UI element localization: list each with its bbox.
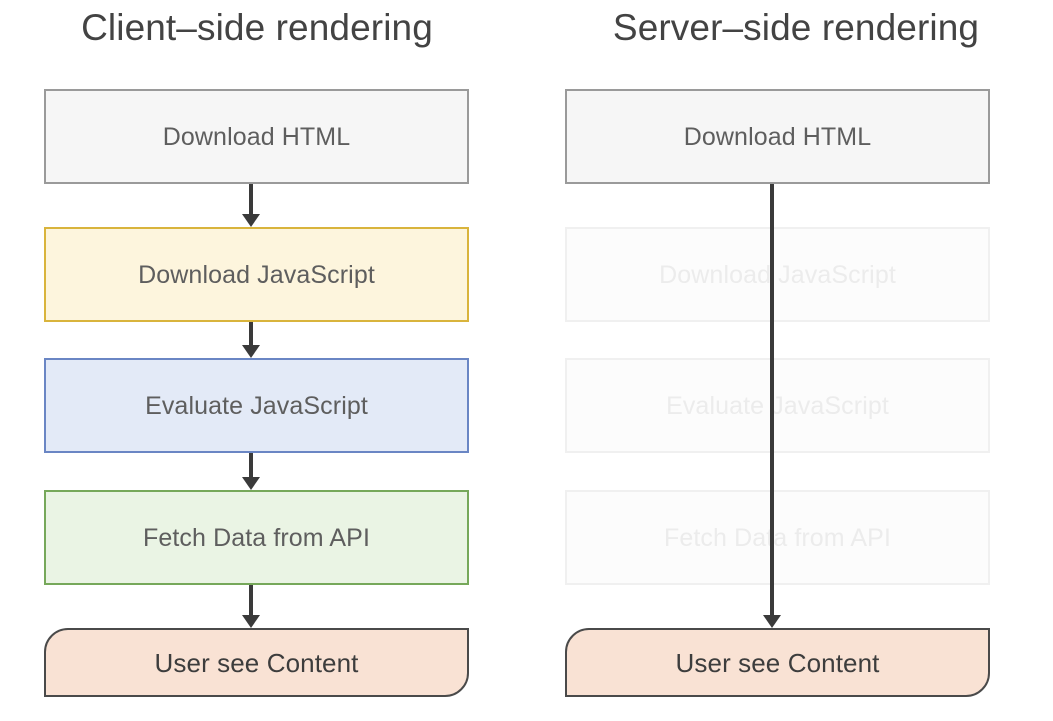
node-label: User see Content bbox=[154, 647, 359, 678]
arrow-shaft bbox=[249, 453, 253, 478]
column-title-client-side: Client–side rendering bbox=[81, 7, 433, 48]
node-client-evaluate-javascript[interactable]: Evaluate JavaScript bbox=[44, 358, 469, 453]
node-label: Evaluate JavaScript bbox=[666, 391, 889, 420]
arrow-shaft bbox=[249, 184, 253, 215]
node-client-download-javascript[interactable]: Download JavaScript bbox=[44, 227, 469, 322]
node-label: Download JavaScript bbox=[138, 260, 375, 289]
node-client-user-see-content[interactable]: User see Content bbox=[44, 628, 469, 697]
arrow-head-icon bbox=[242, 615, 260, 628]
node-server-evaluate-javascript-skipped: Evaluate JavaScript bbox=[565, 358, 990, 453]
node-server-user-see-content[interactable]: User see Content bbox=[565, 628, 990, 697]
node-label: User see Content bbox=[675, 647, 880, 678]
node-server-download-javascript-skipped: Download JavaScript bbox=[565, 227, 990, 322]
node-label: Evaluate JavaScript bbox=[145, 391, 368, 420]
node-label: Download JavaScript bbox=[659, 260, 896, 289]
column-server-side: Server–side rendering Download HTML Down… bbox=[521, 0, 1031, 721]
node-label: Download HTML bbox=[683, 122, 872, 151]
arrow-head-icon bbox=[242, 345, 260, 358]
node-server-download-html[interactable]: Download HTML bbox=[565, 89, 990, 184]
node-label: Fetch Data from API bbox=[664, 523, 891, 552]
arrow-head-icon bbox=[242, 214, 260, 227]
node-client-fetch-data[interactable]: Fetch Data from API bbox=[44, 490, 469, 585]
arrow-head-icon bbox=[763, 615, 781, 628]
column-client-side: Client–side rendering Download HTML Down… bbox=[0, 0, 510, 721]
node-label: Download HTML bbox=[162, 122, 351, 151]
arrow-shaft bbox=[249, 322, 253, 346]
node-client-download-html[interactable]: Download HTML bbox=[44, 89, 469, 184]
node-label: Fetch Data from API bbox=[143, 523, 370, 552]
node-server-fetch-data-skipped: Fetch Data from API bbox=[565, 490, 990, 585]
column-title-server-side: Server–side rendering bbox=[612, 7, 980, 48]
arrow-shaft bbox=[249, 585, 253, 616]
arrow-head-icon bbox=[242, 477, 260, 490]
